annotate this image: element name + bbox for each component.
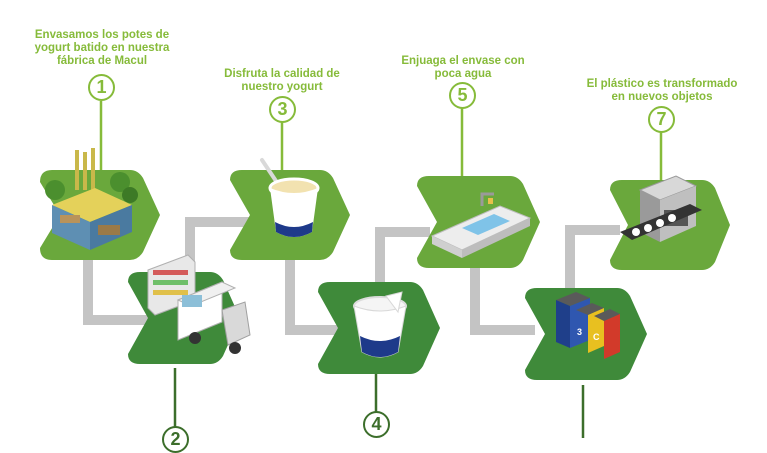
- connectors: [83, 217, 620, 335]
- connector-4-5: [375, 227, 430, 300]
- connector-5-6: [470, 265, 535, 335]
- connector-2-3: [185, 217, 250, 270]
- step-1-caption: Envasamos los potes de yogurt batido en …: [34, 29, 170, 67]
- yogurt-cup-icon: [260, 158, 320, 237]
- recycling-process-diagram: 3 C: [40, 101, 730, 438]
- step-7-caption: El plástico es transformado en nuevos ob…: [586, 78, 738, 103]
- recycling-bins-icon: 3 C: [556, 292, 620, 359]
- step-number-7: 7: [648, 106, 675, 133]
- empty-cup-icon: [353, 291, 407, 358]
- factory-icon: [45, 148, 138, 250]
- step-5-caption: Enjuaga el envase con poca agua: [401, 55, 525, 80]
- machine-icon: [620, 175, 702, 242]
- step-number-5: 5: [449, 82, 476, 109]
- connector-3-4: [285, 255, 340, 335]
- step-3-caption: Disfruta la calidad de nuestro yogurt: [224, 68, 340, 93]
- truck-icon: [147, 254, 251, 354]
- leader-lines: [99, 101, 663, 182]
- connector-1-2: [83, 255, 150, 325]
- svg-text:C: C: [593, 332, 600, 342]
- svg-text:3: 3: [577, 327, 582, 337]
- step-number-1: 1: [88, 74, 115, 101]
- connector-6-7: [565, 225, 620, 300]
- step-number-4: 4: [363, 411, 390, 438]
- step-number-2: 2: [162, 426, 189, 453]
- step-number-3: 3: [269, 96, 296, 123]
- sink-icon: [430, 192, 532, 258]
